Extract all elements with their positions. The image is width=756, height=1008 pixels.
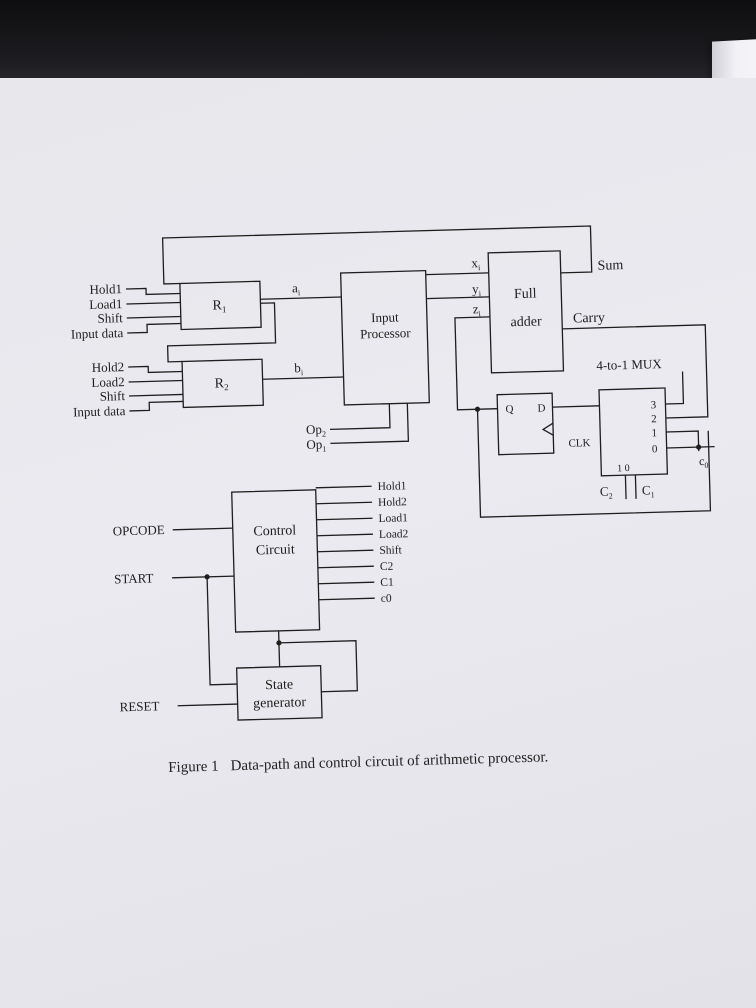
control-output-hold2: Hold2 <box>378 496 407 509</box>
start-junction-dot <box>204 574 210 580</box>
r1-input-label-0: Hold1 <box>89 281 122 297</box>
sum-label: Sum <box>597 258 623 274</box>
opcode-label: OPCODE <box>113 522 165 538</box>
control-output-c2: C2 <box>380 561 394 573</box>
r2-input-label-3: Input data <box>73 403 126 419</box>
input-processor-title-1: Input <box>371 309 399 325</box>
full-adder-title-1: Full <box>514 287 537 303</box>
control-circuit-box <box>231 489 321 633</box>
c0-label: c0 <box>699 454 709 470</box>
control-output-c0: c0 <box>381 593 392 605</box>
opcode-wire <box>172 527 233 531</box>
control-output-hold1: Hold1 <box>377 480 406 493</box>
mux-input-label-2: 2 <box>651 413 657 425</box>
mux-input0-wire <box>666 445 715 449</box>
register-r1-label: R1 <box>212 298 226 314</box>
mux-select1-wire <box>624 475 627 500</box>
r2-input-label-0: Hold2 <box>91 359 124 375</box>
carry-wire <box>562 324 709 419</box>
state-feedback-wire <box>278 640 358 693</box>
ff-q-label: Q <box>505 403 513 415</box>
mux-input-label-0: 0 <box>652 443 658 455</box>
full-adder-title-2: adder <box>510 314 542 330</box>
r2-input-wires <box>128 365 184 412</box>
ai-label: ai <box>292 280 301 297</box>
r1-input-wires <box>125 287 182 334</box>
state-generator-box <box>235 665 323 721</box>
ff-clk-label: CLK <box>568 437 590 450</box>
full-adder-box <box>487 250 565 374</box>
register-r2-box <box>181 358 264 409</box>
register-r1-box <box>179 280 262 331</box>
op2-wire <box>329 403 391 431</box>
control-output-shift: Shift <box>379 544 402 557</box>
bi-label: bi <box>294 360 304 377</box>
control-output-c1: C1 <box>380 577 394 589</box>
r1-input-label-1: Load1 <box>89 296 123 312</box>
control-to-state-wire <box>277 630 281 667</box>
control-output-load1: Load1 <box>378 512 408 525</box>
xi-label: xi <box>471 255 481 272</box>
r2-input-label-1: Load2 <box>91 374 125 390</box>
zi-label: zi <box>472 301 481 318</box>
control-title-2: Circuit <box>256 542 295 558</box>
ai-wire <box>260 296 342 300</box>
op1-label: Op1 <box>306 436 326 454</box>
input-processor-title-2: Processor <box>360 325 412 341</box>
q-feedback-wire <box>476 409 712 518</box>
c0-junction-dot <box>696 444 702 450</box>
state-generator-title-1: State <box>265 678 293 694</box>
yi-label: yi <box>472 281 482 298</box>
yi-wire <box>426 296 490 300</box>
c2-label: C2 <box>600 484 613 501</box>
r1-to-r2-wire <box>166 302 277 363</box>
control-output-load2: Load2 <box>379 528 409 541</box>
carry-label: Carry <box>573 311 605 327</box>
input-processor-box <box>339 269 430 406</box>
r1-input-label-3: Input data <box>71 325 124 341</box>
start-to-state-wire <box>206 576 238 686</box>
control-title-1: Control <box>253 523 296 539</box>
state-generator-title-2: generator <box>253 695 307 711</box>
start-wire <box>172 575 235 579</box>
register-r2-label: R2 <box>214 376 228 392</box>
op1-wire <box>330 403 410 445</box>
reset-wire <box>177 703 238 707</box>
bi-wire <box>262 376 344 380</box>
q-junction-dot <box>474 406 481 412</box>
start-label: START <box>114 570 154 586</box>
r2-input-label-2: Shift <box>99 388 125 404</box>
figure-caption-number: Figure 1 <box>168 758 219 776</box>
clk-triangle <box>541 422 554 436</box>
mux-select-bits: 1 0 <box>617 463 630 474</box>
state-junction-dot <box>276 640 282 646</box>
mux-input3-wire <box>665 371 685 405</box>
mux-box <box>598 387 669 477</box>
control-output-wires <box>315 485 375 601</box>
ff-d-label: D <box>537 402 545 414</box>
mux-title: 4-to-1 MUX <box>596 356 662 373</box>
mux-input-label-3: 3 <box>651 399 657 411</box>
mux-input-label-1: 1 <box>651 427 657 439</box>
mux-select0-wire <box>634 474 637 499</box>
xi-wire <box>425 272 489 276</box>
r1-input-label-2: Shift <box>97 310 123 326</box>
dark-background <box>0 0 756 90</box>
mux-input1-wire <box>666 430 700 452</box>
q-wire <box>455 349 498 411</box>
reset-label: RESET <box>119 698 159 714</box>
op2-label: Op2 <box>306 421 326 439</box>
paper-page <box>0 78 756 1008</box>
zi-wire <box>454 316 490 350</box>
c1-label: C1 <box>642 482 655 499</box>
mux-to-d-wire <box>552 405 600 408</box>
sum-feedback-wire <box>161 225 593 285</box>
